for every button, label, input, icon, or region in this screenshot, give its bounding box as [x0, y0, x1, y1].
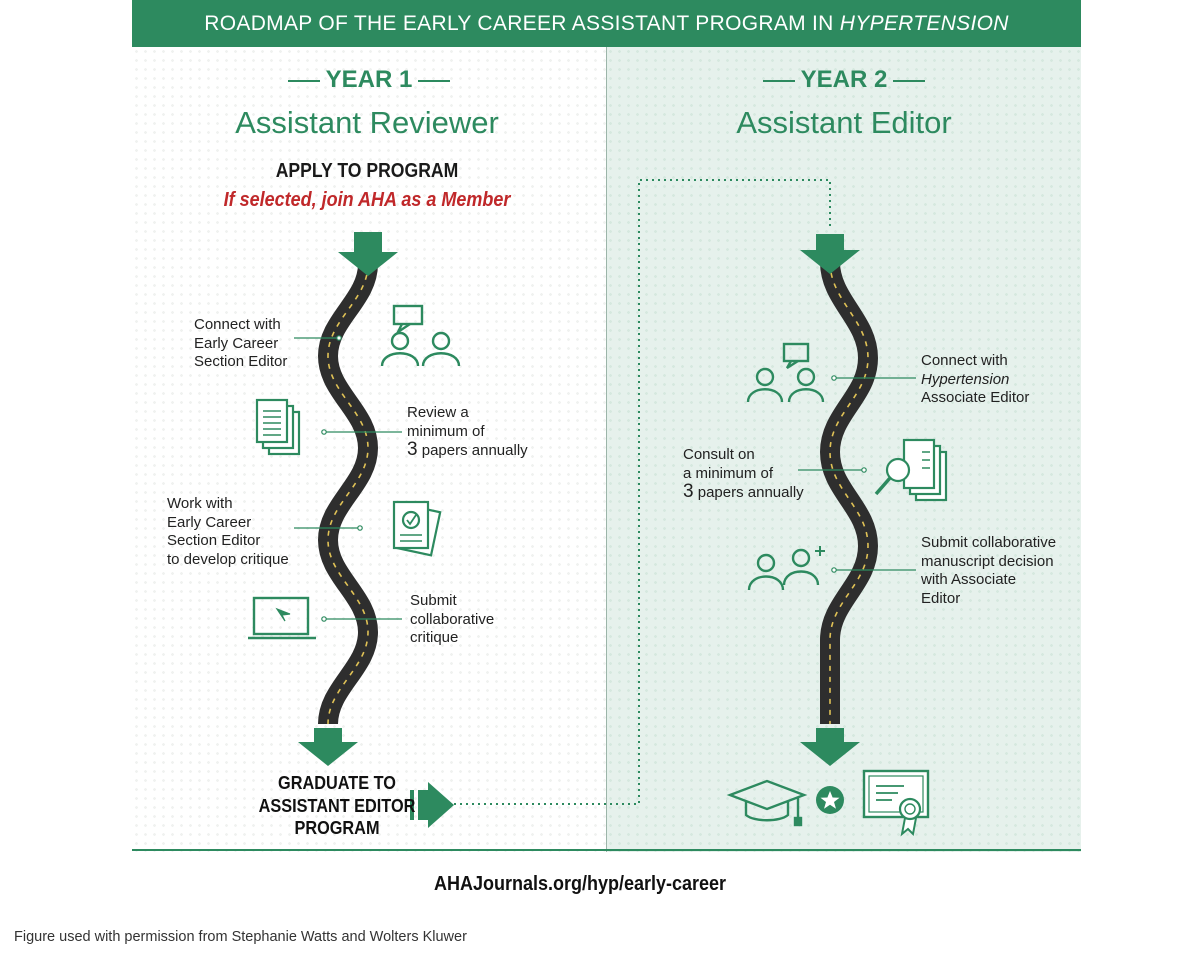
year2-column [606, 47, 1081, 852]
year1-label: YEAR 1 [219, 66, 519, 94]
certificate-icon [862, 769, 930, 837]
year2-start-arrow [800, 234, 860, 274]
step-connect-section-editor: Connect with Early Career Section Editor [194, 316, 288, 370]
documents-icon [255, 398, 301, 456]
year1-start-arrow [338, 232, 398, 276]
year2-end-arrow [800, 728, 860, 766]
year2-role-title: Assistant Editor [736, 105, 952, 140]
title-italic: HYPERTENSION [839, 12, 1009, 35]
add-people-icon [747, 546, 825, 591]
apply-to-program: APPLY TO PROGRAM [275, 160, 459, 182]
column-divider [606, 47, 607, 852]
laptop-cursor-icon [248, 596, 316, 640]
magnifier-documents-icon [874, 438, 948, 502]
year1-role-title: Assistant Reviewer [235, 105, 499, 140]
graduate-arrow [410, 782, 454, 828]
speech-people-icon [380, 304, 461, 367]
figure-caption: Figure used with permission from Stephan… [14, 929, 467, 945]
checked-document-icon [392, 500, 442, 557]
year2-label: YEAR 2 [694, 66, 994, 94]
star-badge-icon [816, 786, 844, 814]
figure-bottom-rule [132, 849, 1081, 851]
selected-note: If selected, join AHA as a Member [223, 189, 511, 211]
title-text: ROADMAP OF THE EARLY CAREER ASSISTANT PR… [204, 12, 840, 35]
year2-road [800, 234, 879, 766]
title-bar: ROADMAP OF THE EARLY CAREER ASSISTANT PR… [132, 0, 1081, 47]
roadmap-graphics [248, 179, 948, 837]
step-work-with-editor: Work with Early Career Section Editor to… [167, 495, 289, 568]
journal-url: AHAJournals.org/hyp/early-career [433, 873, 727, 895]
step-submit-critique: Submit collaborative critique [410, 592, 495, 646]
speech-people-icon-year2 [746, 342, 825, 403]
step-submit-manuscript-decision: Submit collaborative manuscript decision… [921, 534, 1057, 607]
graduate-label: GRADUATE TO ASSISTANT EDITOR PROGRAM [258, 772, 416, 838]
connector-dotted-line [454, 179, 831, 805]
year1-end-arrow [298, 728, 358, 766]
graduation-cap-icon [726, 779, 808, 827]
roadmap-figure: ROADMAP OF THE EARLY CAREER ASSISTANT PR… [132, 0, 1081, 852]
year1-road [298, 232, 398, 766]
